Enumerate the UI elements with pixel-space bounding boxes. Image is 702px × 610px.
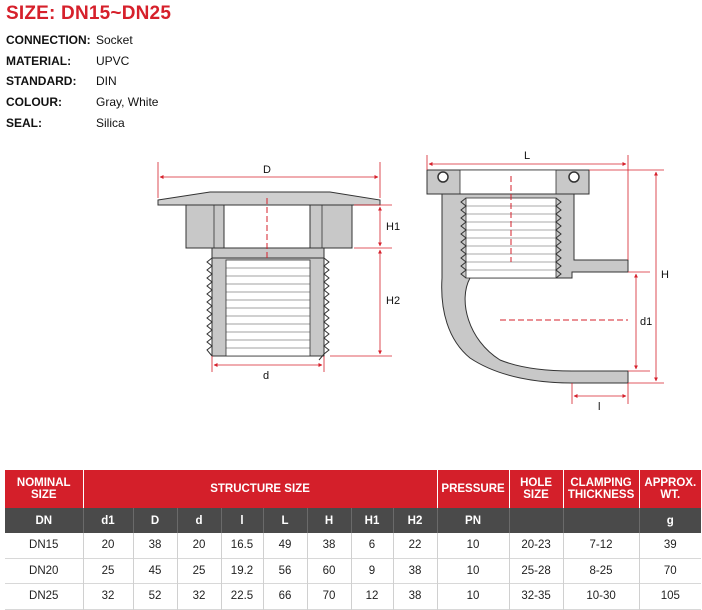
unit-header: H2 — [393, 508, 438, 533]
neck — [211, 247, 325, 259]
table-cell: 8-25 — [563, 558, 640, 584]
table-cell: 16.5 — [221, 533, 264, 559]
table-cell: DN25 — [5, 583, 84, 610]
table-cell: 10 — [437, 583, 510, 610]
technical-drawing: D H1 H2 d — [157, 150, 669, 413]
unit-header: d1 — [83, 508, 134, 533]
dim-label-l: l — [598, 401, 600, 413]
dim-label-H: H — [661, 269, 669, 281]
unit-header — [509, 508, 564, 533]
unit-header: H1 — [351, 508, 394, 533]
header-pressure: PRESSURE — [437, 470, 510, 508]
dim-label-d: d — [263, 370, 269, 382]
table-cell: 38 — [307, 533, 352, 559]
header-nominal-size: NOMINAL SIZE — [5, 470, 84, 508]
table-cell: DN20 — [5, 558, 84, 584]
table-cell: 25 — [177, 558, 222, 584]
dim-label-H2: H2 — [386, 295, 400, 307]
adaptor-side-view: D H1 H2 d — [157, 162, 400, 382]
unit-header: L — [263, 508, 308, 533]
table-cell: 32 — [83, 583, 134, 610]
spec-colour: COLOUR: Gray, White — [6, 92, 158, 113]
table-cell: 60 — [307, 558, 352, 584]
table-cell: 20 — [177, 533, 222, 559]
table-cell: 70 — [663, 564, 677, 577]
size-table: NOMINAL SIZE STRUCTURE SIZE PRESSURE HOL… — [5, 470, 702, 610]
table-cell: 38 — [393, 583, 438, 610]
unit-header — [563, 508, 640, 533]
spec-value: Gray, White — [96, 95, 159, 110]
table-group-header: NOMINAL SIZE STRUCTURE SIZE PRESSURE HOL… — [5, 470, 702, 508]
dim-label-L: L — [524, 150, 530, 162]
unit-header: H — [307, 508, 352, 533]
table-cell: DN15 — [5, 533, 84, 559]
header-hole-size: HOLE SIZE — [509, 470, 564, 508]
header-structure-size: STRUCTURE SIZE — [83, 470, 438, 508]
table-unit-header: DN d1 D d l L H H1 H2 PN g — [5, 508, 702, 533]
unit-header: PN — [437, 508, 510, 533]
screw-icon — [437, 171, 449, 183]
table-cell: 52 — [133, 583, 178, 610]
header-approx-weight: APPROX. WT. — [639, 470, 702, 508]
unit-header: DN — [5, 508, 84, 533]
table-cell: 10 — [437, 558, 510, 584]
table-cell: 38 — [393, 558, 438, 584]
screw-icon — [568, 171, 580, 183]
unit-header: g — [639, 508, 702, 533]
table-cell: 56 — [263, 558, 308, 584]
spec-value: Silica — [96, 115, 125, 130]
table-cell: 25 — [83, 558, 134, 584]
spec-value: Socket — [96, 33, 133, 48]
table-cell: 6 — [351, 533, 394, 559]
table-cell: 7-12 — [563, 533, 640, 559]
table-cell: 22.5 — [221, 583, 264, 610]
table-row: DN20 25 45 25 19.2 56 60 9 38 10 25-28 8… — [5, 558, 702, 584]
unit-header: l — [221, 508, 264, 533]
spec-seal: SEAL: Silica — [6, 112, 158, 133]
table-cell: 19.2 — [221, 558, 264, 584]
table-cell: 70 — [307, 583, 352, 610]
table-cell: 38 — [133, 533, 178, 559]
page-title: SIZE: DN15~DN25 — [6, 3, 172, 24]
table-cell: 49 — [263, 533, 308, 559]
spec-connection: CONNECTION: Socket — [6, 30, 158, 51]
dim-label-d1: d1 — [640, 316, 652, 328]
dim-label-H1: H1 — [386, 221, 400, 233]
table-cell: 10 — [437, 533, 510, 559]
table-cell: 10-30 — [563, 583, 640, 610]
table-cell: 105 — [660, 590, 680, 603]
table-row: DN25 32 52 32 22.5 66 70 12 38 10 32-35 … — [5, 583, 702, 610]
spec-list: CONNECTION: Socket MATERIAL: UPVC STANDA… — [6, 30, 158, 133]
spec-label: COLOUR: — [6, 95, 62, 110]
unit-header: D — [133, 508, 178, 533]
unit-header: d — [177, 508, 222, 533]
elbow-section-view: L H d1 l — [426, 150, 669, 413]
spec-label: STANDARD: — [6, 74, 77, 89]
table-cell: 32-35 — [509, 583, 564, 610]
spec-label: CONNECTION: — [6, 33, 91, 48]
header-clamping-thickness: CLAMPING THICKNESS — [563, 470, 640, 508]
table-row: DN15 20 38 20 16.5 49 38 6 22 10 20-23 7… — [5, 533, 702, 559]
table-cell: 45 — [133, 558, 178, 584]
spec-label: MATERIAL: — [6, 53, 72, 68]
table-cell: 9 — [351, 558, 394, 584]
flange-cap — [157, 191, 381, 206]
dim-label-D: D — [263, 164, 271, 176]
spec-standard: STANDARD: DIN — [6, 71, 158, 92]
table-cell: 66 — [263, 583, 308, 610]
spec-label: SEAL: — [6, 115, 42, 130]
spec-value: UPVC — [96, 53, 130, 68]
table-cell: 20 — [83, 533, 134, 559]
table-cell: 39 — [663, 539, 677, 552]
spec-value: DIN — [96, 74, 117, 89]
table-cell: 22 — [393, 533, 438, 559]
threaded-section — [206, 257, 330, 361]
spec-material: MATERIAL: UPVC — [6, 51, 158, 72]
table-cell: 32 — [177, 583, 222, 610]
table-cell: 20-23 — [509, 533, 564, 559]
table-cell: 12 — [351, 583, 394, 610]
table-cell: 25-28 — [509, 558, 564, 584]
